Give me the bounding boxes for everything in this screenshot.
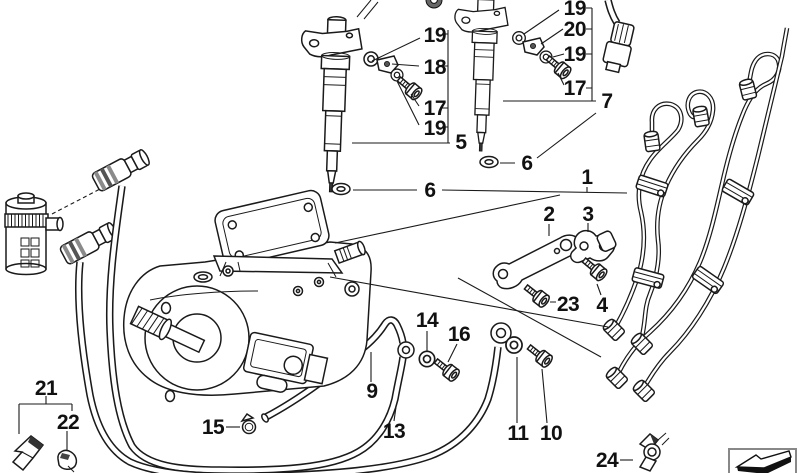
cutoff-tube-fragment — [356, 0, 379, 20]
callout-10[interactable]: 10 — [540, 422, 563, 445]
pipe-nut-top-1 — [642, 129, 661, 153]
callout-17-right[interactable]: 17 — [564, 77, 587, 100]
clip-21 — [11, 435, 45, 472]
callout-11[interactable]: 11 — [507, 422, 530, 445]
pipe-nut-bottom-3 — [603, 364, 630, 391]
page-nav-box[interactable] — [728, 448, 797, 473]
filter-fitting-assembly-line — [51, 188, 101, 215]
cutoff-washer-fragment — [425, 0, 443, 9]
callout-14[interactable]: 14 — [416, 309, 440, 332]
page-arrow-icon — [734, 450, 792, 473]
injector-right-mounting-parts — [479, 31, 574, 169]
callout-20[interactable]: 20 — [564, 18, 587, 41]
callout-22[interactable]: 22 — [57, 411, 80, 434]
callout-4[interactable]: 4 — [596, 294, 609, 317]
fuel-hose-13 — [105, 185, 407, 473]
fuel-injector-right — [449, 0, 510, 153]
pump-solenoid — [242, 331, 329, 393]
high-pressure-pipes — [600, 27, 790, 404]
callout-7[interactable]: 7 — [601, 90, 613, 113]
banjo-fitting-hose-9 — [397, 341, 415, 359]
quick-connector-lower — [59, 222, 118, 265]
seal-ring-6-left — [331, 182, 351, 196]
banjo-fitting-hose-11 — [490, 322, 512, 344]
pipe-nut-bottom-1 — [600, 316, 627, 343]
bolt-10 — [523, 340, 555, 370]
callout-1[interactable]: 1 — [581, 166, 594, 189]
hose-clamp-15 — [240, 412, 257, 435]
pipe-nut-bottom-4 — [630, 377, 657, 404]
bolt-23 — [520, 280, 552, 310]
callout-labels: 19 18 17 19 5 6 19 20 19 17 7 6 1 2 3 23… — [35, 0, 620, 472]
bolt-16 — [430, 354, 462, 384]
callout-6-right[interactable]: 6 — [521, 152, 533, 175]
quick-connector-upper — [91, 149, 150, 192]
callout-2[interactable]: 2 — [543, 203, 555, 226]
leader-lines — [18, 7, 633, 461]
injector-left-mounting-parts — [331, 51, 425, 196]
callout-19-right-mid[interactable]: 19 — [564, 43, 587, 66]
pipe-clamp-4 — [690, 264, 726, 296]
callout-13[interactable]: 13 — [383, 420, 406, 443]
clip-22 — [57, 449, 78, 473]
fuel-injector-left — [295, 14, 364, 194]
callout-19-left-bottom[interactable]: 19 — [424, 117, 447, 140]
bracket-3 — [569, 229, 617, 264]
callout-5[interactable]: 5 — [455, 131, 468, 154]
glow-plug-connector — [602, 0, 635, 74]
pipe-nut-top-3 — [737, 77, 758, 102]
washer-14 — [418, 350, 436, 368]
clip-24 — [638, 432, 670, 472]
callout-6-left[interactable]: 6 — [424, 179, 436, 202]
washer-11 — [505, 336, 523, 354]
callout-23[interactable]: 23 — [557, 293, 580, 316]
fuel-filter — [4, 192, 64, 276]
pump-control-unit — [214, 189, 330, 267]
callout-17-left[interactable]: 17 — [424, 97, 447, 120]
pipe-nut-top-2 — [691, 104, 711, 128]
callout-19-left-top[interactable]: 19 — [424, 24, 447, 47]
callout-24[interactable]: 24 — [596, 449, 620, 472]
seal-ring-6-right — [479, 155, 499, 169]
callout-9[interactable]: 9 — [366, 380, 378, 403]
callout-18[interactable]: 18 — [424, 56, 448, 79]
callout-15[interactable]: 15 — [202, 416, 226, 439]
bracket-2 — [492, 234, 581, 290]
injection-pump — [122, 189, 372, 403]
callout-19-right-top[interactable]: 19 — [564, 0, 587, 20]
callout-16[interactable]: 16 — [448, 323, 471, 346]
callout-21[interactable]: 21 — [35, 377, 59, 400]
callout-3[interactable]: 3 — [582, 203, 594, 226]
fuel-hose-lower — [75, 261, 502, 473]
